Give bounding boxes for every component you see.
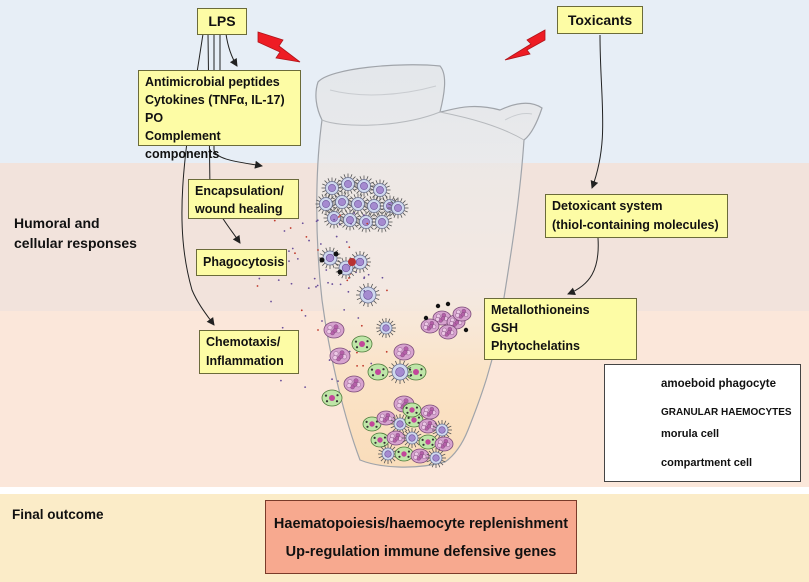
amoeboid-phagocyte-cell <box>363 195 385 217</box>
metallothioneins-box: Metallothioneins GSH Phytochelatins <box>484 298 637 360</box>
compartment-cell <box>402 402 422 418</box>
toxicants-label: Toxicants <box>567 12 633 28</box>
compartment-cell <box>362 416 382 432</box>
chemotaxis-line-2: Inflammation <box>206 354 284 368</box>
amoeboid-phagocyte-cell <box>378 444 398 464</box>
morula-cell <box>410 448 430 464</box>
compartment-cell <box>394 446 414 462</box>
amoeboid-phagocyte-cell <box>339 209 361 231</box>
compartment-cell <box>321 389 343 407</box>
morula-cell <box>434 436 454 452</box>
metallo-line-3: Phytochelatins <box>491 339 580 353</box>
side-label-line-1: Humoral and <box>14 215 100 231</box>
amoeboid-phagocyte-cell <box>371 211 393 233</box>
amoeboid-phagocyte-cell <box>353 175 375 197</box>
encapsulation-line-1: Encapsulation/ <box>195 184 284 198</box>
amoeboid-phagocyte-cell <box>376 318 396 338</box>
final-line-2: Up-regulation immune defensive genes <box>285 544 557 560</box>
lps-label: LPS <box>208 13 236 29</box>
amoeboid-phagocyte-cell <box>349 251 371 273</box>
legend-amoeboid-label: amoeboid phagocyte <box>661 378 777 390</box>
divider-band <box>0 487 809 494</box>
legend-morula-label: morula cell <box>661 428 720 440</box>
chemotaxis-box: Chemotaxis/ Inflammation <box>199 330 299 374</box>
compartment-cell <box>418 434 438 450</box>
amoeboid-phagocyte-cell <box>426 448 446 468</box>
morula-cell <box>438 324 458 340</box>
humoral-line-4: Complement components <box>145 129 221 161</box>
morula-cell <box>418 418 438 434</box>
lps-box: LPS <box>197 8 247 35</box>
detox-line-2: (thiol-containing molecules) <box>552 218 719 232</box>
amoeboid-phagocyte-cell <box>315 193 337 215</box>
toxicants-box: Toxicants <box>557 6 643 34</box>
encapsulation-box: Encapsulation/ wound healing <box>188 179 299 219</box>
legend-granular-header: GRANULAR HAEMOCYTES <box>661 407 792 418</box>
legend-box: amoeboid phagocyte GRANULAR HAEMOCYTES m… <box>604 364 801 482</box>
legend-compartment-label: compartment cell <box>661 457 753 469</box>
phagocytosis-box: Phagocytosis <box>196 249 287 276</box>
compartment-cell <box>370 432 390 448</box>
humoral-line-2: Cytokines (TNFα, IL-17) <box>145 93 285 107</box>
morula-cell <box>420 318 440 334</box>
final-line-1: Haematopoiesis/haemocyte replenishment <box>273 516 569 532</box>
detox-box: Detoxicant system (thiol-containing mole… <box>545 194 728 238</box>
amoeboid-phagocyte-cell <box>387 197 409 219</box>
morula-cell <box>343 375 365 393</box>
detox-line-1: Detoxicant system <box>552 199 663 213</box>
compartment-cell <box>351 335 373 353</box>
humoral-factors-box: Antimicrobial peptides Cytokines (TNFα, … <box>138 70 301 161</box>
final-outcome-label: Final outcome <box>12 507 104 522</box>
compartment-cell <box>367 363 389 381</box>
metallo-line-1: Metallothioneins <box>491 303 590 317</box>
amoeboid-phagocyte-cell <box>356 283 380 307</box>
morula-cell <box>452 306 472 322</box>
encapsulation-line-2: wound healing <box>195 202 283 216</box>
humoral-line-1: Antimicrobial peptides <box>145 75 280 89</box>
morula-cell <box>329 347 351 365</box>
final-outcome-box: Haematopoiesis/haemocyte replenishment U… <box>265 500 577 574</box>
morula-cell <box>376 410 396 426</box>
morula-cell <box>386 430 406 446</box>
morula-cell <box>393 343 415 361</box>
amoeboid-phagocyte-cell <box>337 173 359 195</box>
chemotaxis-line-1: Chemotaxis/ <box>206 335 281 349</box>
morula-cell <box>323 321 345 339</box>
haemocyte-cells <box>247 173 472 468</box>
lightning-left-icon <box>257 31 301 63</box>
amoeboid-phagocyte-cell <box>323 207 345 229</box>
amoeboid-phagocyte-cell <box>347 193 369 215</box>
side-label: Humoral and cellular responses <box>14 213 137 253</box>
metallo-line-2: GSH <box>491 321 519 335</box>
amoeboid-phagocyte-cell <box>369 179 391 201</box>
amoeboid-phagocyte-cell <box>388 360 412 384</box>
amoeboid-phagocyte-cell <box>402 428 422 448</box>
phagocytosis-label: Phagocytosis <box>203 255 285 269</box>
lightning-right-icon <box>504 29 546 61</box>
amoeboid-phagocyte-cell <box>331 191 353 213</box>
side-label-line-2: cellular responses <box>14 235 137 251</box>
morula-cell <box>420 404 440 420</box>
humoral-line-3: PO <box>145 111 164 125</box>
